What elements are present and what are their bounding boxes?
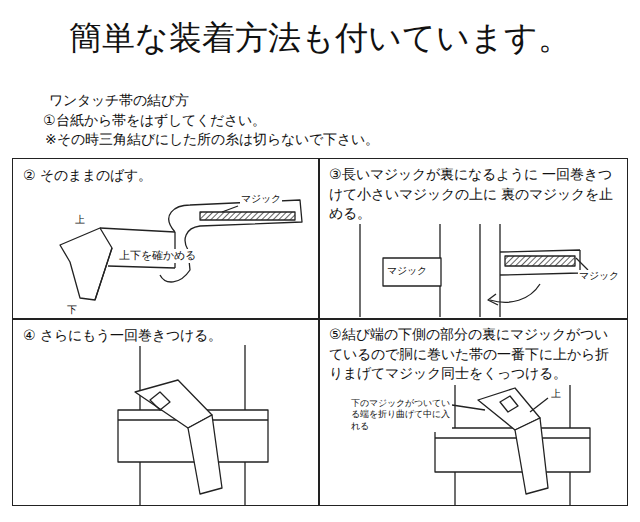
instruction-panel: ③長いマジックが裏になるように 一回巻きつけて小さいマジックの上に 裏のマジック…: [318, 158, 628, 320]
part-label: マジック: [578, 270, 620, 283]
step-text: ③長いマジックが裏になるように 一回巻きつけて小さいマジックの上に 裏のマジック…: [327, 165, 619, 224]
step-text: ④ さらにもう一回巻きつける。: [21, 326, 224, 346]
step-text: ⑤結び端の下側の部分の裏にマジックがついているので胴に巻いた帯の一番下に上から折…: [327, 325, 619, 384]
instruction-panel: ④ さらにもう一回巻きつける。: [12, 318, 320, 506]
step-text: ② そのままのばす。: [21, 166, 154, 186]
caution-note: ※その時三角結びにした所の糸は切らないで下さい。: [44, 131, 380, 149]
page-title: 簡単な装着方法も付いています。: [69, 18, 571, 58]
note-label: 上下を確かめる: [118, 249, 197, 263]
instruction-panel: ② そのままのばす。: [12, 158, 320, 320]
direction-label: 下: [66, 304, 78, 317]
direction-label: 上: [74, 214, 86, 227]
part-label: マジック: [240, 193, 282, 206]
direction-label: 上: [550, 388, 562, 401]
note-label: 下のマジックがついている端を折り曲げて中に入れる: [350, 398, 452, 432]
step-note: ①台紙から帯をはずしてください。: [42, 112, 267, 130]
part-label: マジック: [386, 265, 428, 278]
section-heading: ワンタッチ帯の結び方: [48, 92, 190, 110]
